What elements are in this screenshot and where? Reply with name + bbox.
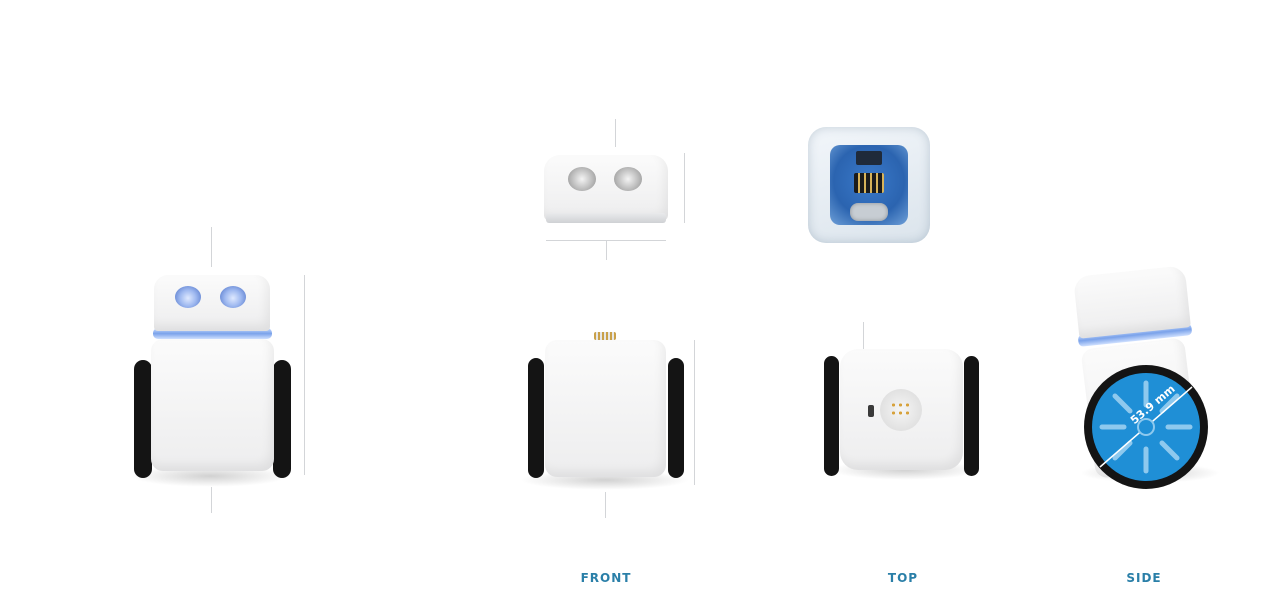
wheel-side xyxy=(1084,365,1208,489)
body-front-view xyxy=(450,320,780,535)
head-block xyxy=(544,155,668,221)
usb-port xyxy=(868,405,874,417)
robot-top-view xyxy=(820,320,990,485)
view-label-front: FRONT xyxy=(580,571,632,585)
right-wheel xyxy=(964,356,979,476)
led-ring xyxy=(153,328,272,339)
right-eye xyxy=(220,286,246,308)
view-label-top: TOP xyxy=(887,571,919,585)
dimension-line-height xyxy=(304,275,305,475)
head-base-plate xyxy=(546,213,666,223)
robot-side-view: 53.9 mm xyxy=(1070,265,1220,495)
dimension-line-bottom xyxy=(605,492,606,518)
robot-body xyxy=(151,339,274,471)
pogo-pins xyxy=(890,401,912,417)
chip xyxy=(856,151,882,165)
view-label-side: SIDE xyxy=(1126,571,1162,585)
dimension-line-height xyxy=(694,340,695,485)
head-module-view xyxy=(450,95,780,280)
dimension-line-bottom xyxy=(606,240,607,260)
dimension-line-top xyxy=(211,227,212,267)
pogo-pin-connector xyxy=(594,332,616,340)
left-wheel xyxy=(134,360,152,478)
right-eye-socket xyxy=(614,167,642,191)
side-head xyxy=(1073,265,1191,339)
sensor-window xyxy=(850,203,888,221)
robot-full-view xyxy=(120,195,390,535)
dimension-line-top xyxy=(615,119,616,147)
dimension-line-bottom xyxy=(211,487,212,513)
body-block xyxy=(545,340,666,477)
right-wheel xyxy=(273,360,291,478)
dimension-line-height xyxy=(684,153,685,223)
left-wheel xyxy=(824,356,839,476)
left-wheel xyxy=(528,358,544,478)
left-eye xyxy=(175,286,201,308)
pin-header xyxy=(854,173,884,193)
head-top-view xyxy=(808,127,930,243)
right-wheel xyxy=(668,358,684,478)
robot-head xyxy=(154,275,270,331)
left-eye-socket xyxy=(568,167,596,191)
